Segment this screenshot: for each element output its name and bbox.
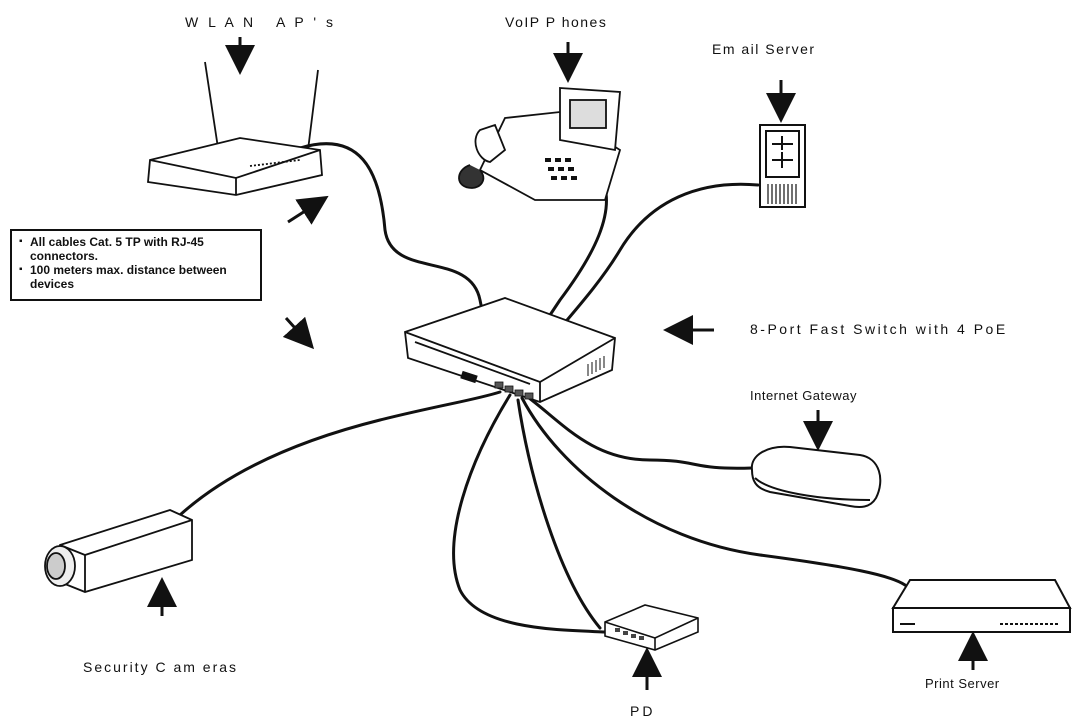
arrow-note-switch (282, 316, 315, 350)
security-camera-icon (44, 509, 193, 593)
label-internet-gateway: Internet Gateway (750, 388, 857, 403)
gateway-modem-icon (750, 445, 882, 508)
powered-device-icon (604, 604, 699, 651)
label-wlan-ap: W L A N A P ' s (185, 14, 336, 30)
tower-server-icon (759, 124, 806, 208)
arrows (147, 37, 988, 690)
label-pd: PD (630, 703, 656, 719)
cable-pd-2 (516, 398, 602, 630)
cable-pd (452, 393, 607, 634)
cables (178, 142, 907, 634)
note-item: 100 meters max. distance between devices (19, 263, 254, 291)
label-email-server: Em ail Server (712, 41, 816, 57)
print-server-icon (891, 579, 1072, 633)
cable-notes-box: All cables Cat. 5 TP with RJ-45 connecto… (10, 229, 262, 301)
note-item: All cables Cat. 5 TP with RJ-45 connecto… (19, 235, 254, 263)
ip-phone-icon (458, 87, 622, 201)
cable-security-camera (178, 390, 502, 517)
label-security-cameras: Security C am eras (83, 659, 239, 675)
network-switch-icon (404, 297, 616, 403)
label-print-server: Print Server (925, 676, 1000, 691)
label-voip-phones: VoIP P hones (505, 14, 608, 30)
label-switch: 8-Port Fast Switch with 4 PoE (750, 321, 1008, 337)
cable-notes-list: All cables Cat. 5 TP with RJ-45 connecto… (18, 235, 254, 291)
cable-print-server (520, 396, 907, 587)
wireless-router-icon (147, 61, 323, 196)
arrow-note-wlan (287, 195, 329, 225)
cable-internet-gateway (523, 393, 754, 470)
